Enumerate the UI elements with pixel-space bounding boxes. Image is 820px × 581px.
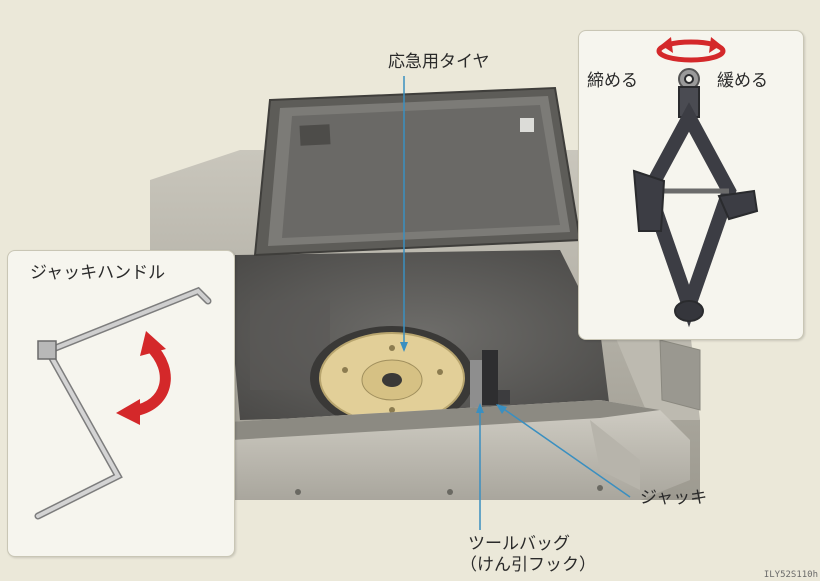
jack-detail-panel: 締める 緩める <box>578 30 804 340</box>
jack-label: ジャッキ <box>640 488 708 508</box>
jack-handle-figure <box>34 286 212 520</box>
crank-handle-icon <box>34 286 212 520</box>
jack-detail-figure <box>632 37 759 328</box>
tool-bag-label-line1: ツールバッグ <box>468 534 570 554</box>
floor-board <box>253 86 582 257</box>
jack-handle-label: ジャッキハンドル <box>30 263 166 283</box>
rear-bumper <box>220 400 690 500</box>
rotation-arrow-icon <box>116 331 171 425</box>
tool-bag-label-line2: （けん引フック） <box>460 555 596 575</box>
loosen-label: 緩める <box>717 71 768 91</box>
leader-jack-head <box>496 404 507 414</box>
figure-code: ILY52S110h <box>763 570 818 580</box>
leader-spare-tire-head <box>400 342 408 352</box>
spare-tire-label: 応急用タイヤ <box>388 52 490 72</box>
jack-handle-panel: ジャッキハンドル <box>7 250 235 557</box>
scissor-jack-icon <box>632 68 759 328</box>
leader-lines <box>403 76 631 530</box>
turn-arrow-icon <box>656 37 726 63</box>
spare-tire <box>310 326 474 430</box>
jack-in-trunk <box>470 350 510 415</box>
leader-jack <box>497 404 631 498</box>
tool-bag-label: ツールバッグ （けん引フック） <box>460 534 596 576</box>
tighten-label: 締める <box>587 71 638 91</box>
leader-tool-bag-head <box>476 403 484 413</box>
